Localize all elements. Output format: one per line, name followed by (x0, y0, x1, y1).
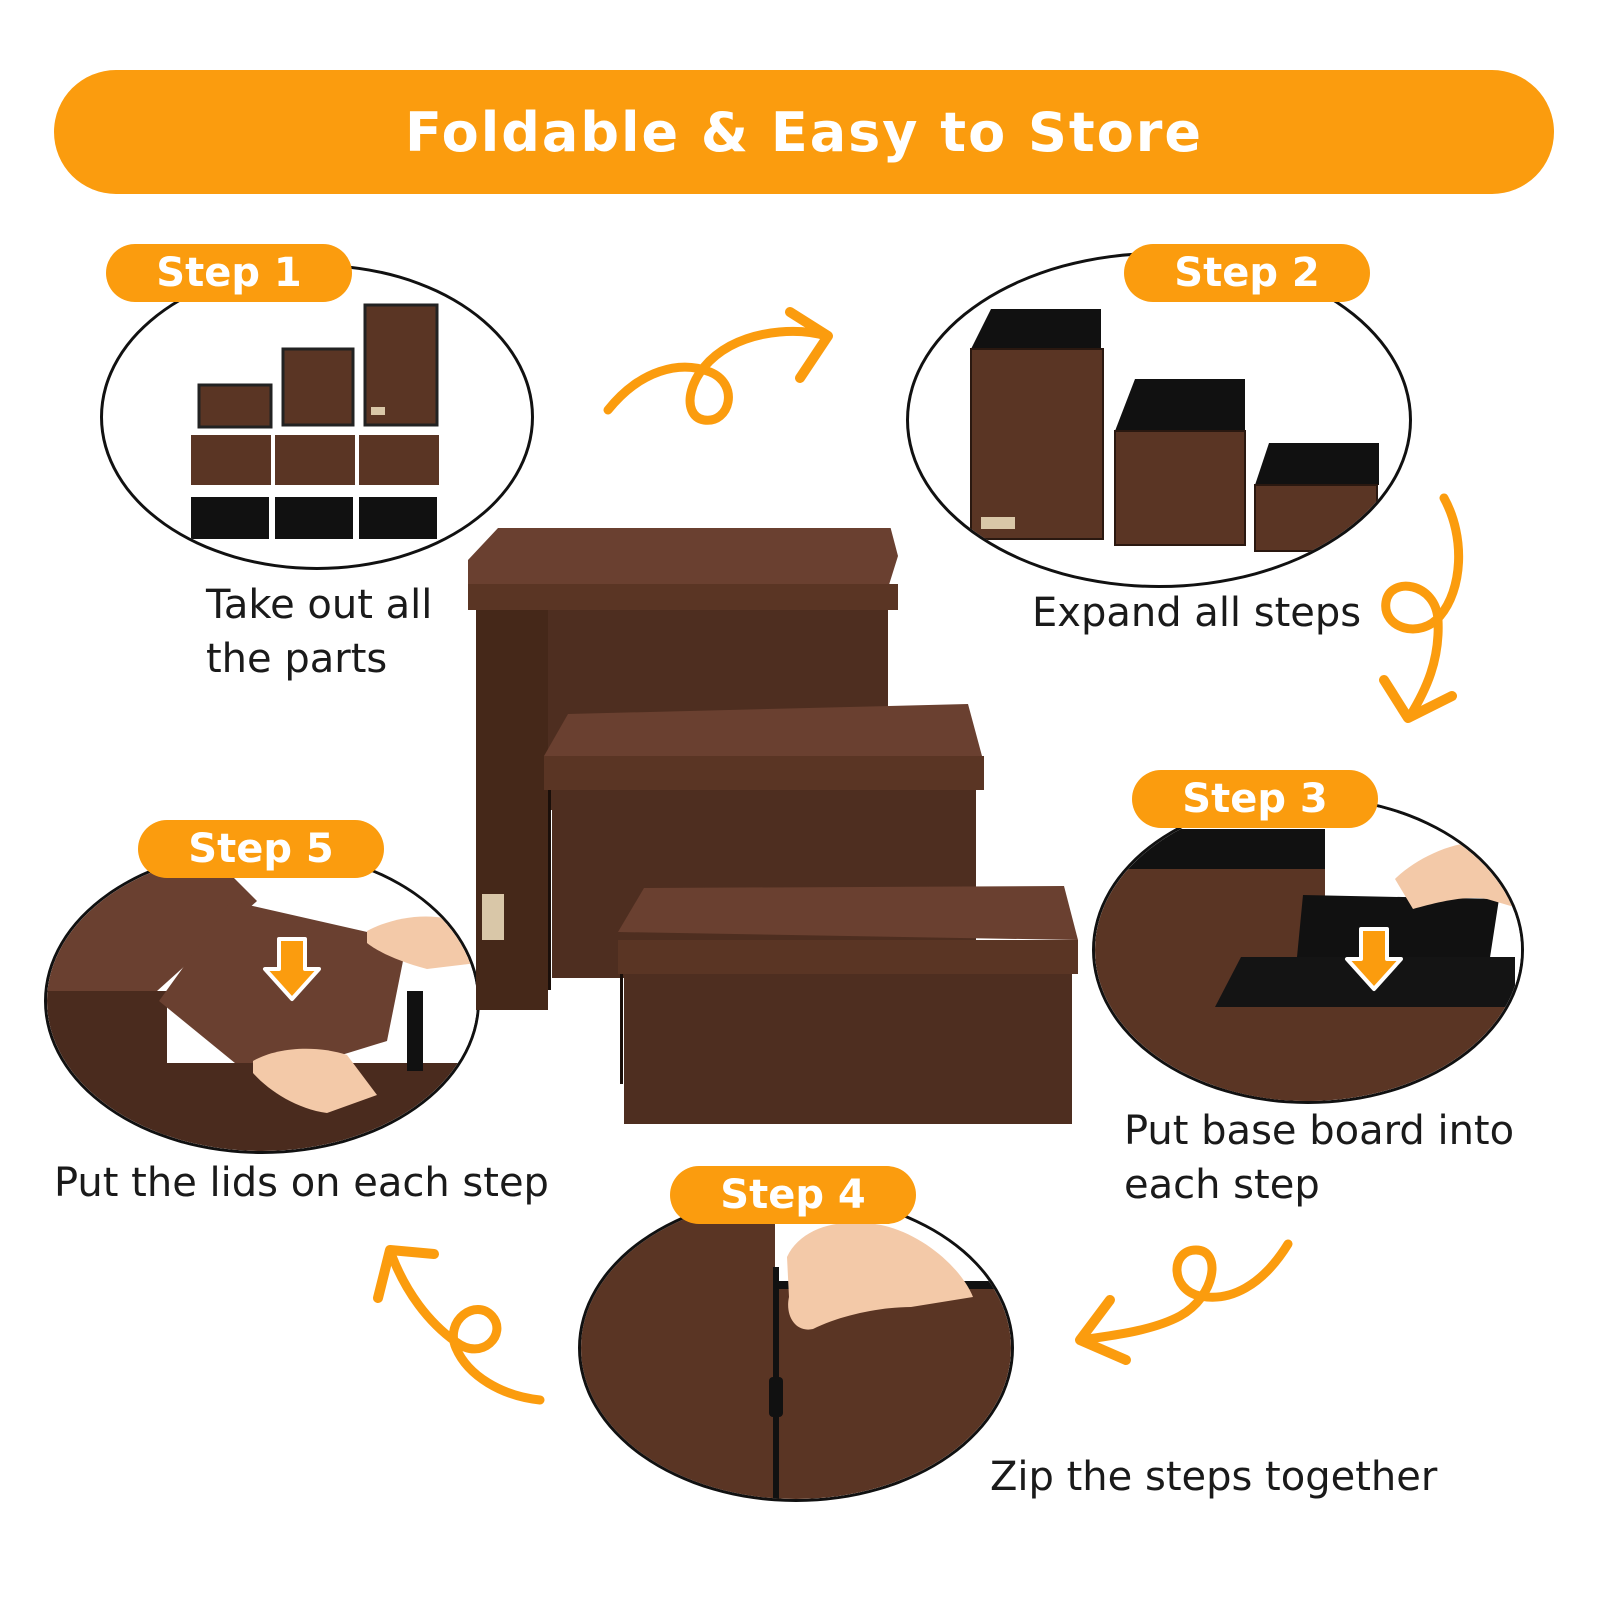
step-5-lids-image (47, 851, 477, 1151)
curly-arrow-icon (1370, 490, 1480, 730)
down-arrow-icon (1345, 927, 1403, 991)
step-2-badge: Step 2 (1124, 244, 1370, 302)
down-arrow-icon (263, 937, 321, 1001)
step-4-label: Step 4 (720, 1172, 866, 1218)
step-4-caption: Zip the steps together (990, 1454, 1438, 1500)
step-2-caption: Expand all steps (1032, 590, 1362, 636)
step-5-illustration (44, 848, 480, 1154)
step-4-illustration (578, 1194, 1014, 1502)
step-4-zip-image (581, 1197, 1011, 1499)
step-3-caption: Put base board into each step (1124, 1108, 1515, 1208)
step-2-illustration (906, 252, 1412, 588)
step-2-label: Step 2 (1174, 250, 1320, 296)
step-1-parts-image (191, 303, 439, 539)
step-1-badge: Step 1 (106, 244, 352, 302)
curly-arrow-icon (1066, 1236, 1296, 1366)
step-5-caption: Put the lids on each step (54, 1160, 549, 1206)
assembled-pet-stairs (468, 518, 1108, 1168)
title-banner: Foldable & Easy to Store (54, 70, 1554, 194)
curly-arrow-icon (600, 300, 840, 430)
step-3-label: Step 3 (1182, 776, 1328, 822)
step-3-base-board-image (1095, 799, 1521, 1101)
step-4-badge: Step 4 (670, 1166, 916, 1224)
step-3-illustration (1092, 796, 1524, 1104)
pet-stairs-image (468, 518, 1078, 1124)
step-1-illustration (100, 264, 534, 570)
step-1-label: Step 1 (156, 250, 302, 296)
page-title: Foldable & Easy to Store (404, 100, 1204, 164)
step-5-label: Step 5 (188, 826, 334, 872)
step-2-expanded-boxes-image (970, 309, 1379, 552)
step-1-caption: Take out all the parts (206, 582, 433, 682)
step-3-badge: Step 3 (1132, 770, 1378, 828)
curly-arrow-icon (372, 1232, 552, 1412)
step-5-badge: Step 5 (138, 820, 384, 878)
zipper-icon (769, 1267, 783, 1499)
